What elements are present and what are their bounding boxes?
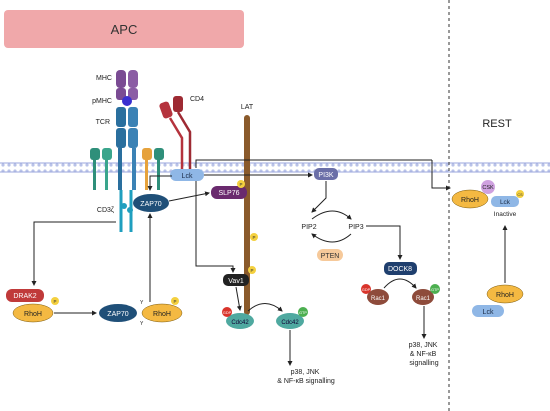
- arrow-cdc42-activation: [247, 303, 283, 312]
- phospho-lat: P P: [237, 180, 258, 241]
- rhoh-drak2: RhoH P: [12, 297, 59, 323]
- arrow-pip2-pip3: [311, 210, 352, 220]
- apc-label: APC: [111, 22, 138, 37]
- svg-text:GTP: GTP: [431, 288, 439, 292]
- rest-free-rhoh: RhoH: [486, 284, 524, 304]
- cd3-subunits: [90, 148, 164, 232]
- pip2-label: PIP2: [301, 224, 316, 231]
- svg-text:Rac1: Rac1: [371, 296, 386, 302]
- svg-text:P: P: [252, 235, 255, 240]
- rest-inactive-complex: CSK RhoH Lck CS: [451, 180, 524, 209]
- zap70-label: ZAP70: [140, 201, 162, 208]
- pten-label: PTEN: [321, 253, 340, 260]
- svg-text:Y: Y: [140, 300, 144, 306]
- lat-adaptor: [244, 115, 250, 315]
- dock8-label: DOCK8: [388, 266, 412, 273]
- tcr-receptor: [116, 107, 138, 190]
- zap70-rhoh-complex: ZAP70 Y Y RhoH P: [99, 297, 183, 327]
- vav1-label: Vav1: [228, 278, 244, 285]
- svg-text:GTP: GTP: [299, 311, 307, 315]
- arrow-pip3-pip2: [311, 233, 352, 243]
- svg-text:Cdc42: Cdc42: [281, 320, 299, 326]
- drak2-label: DRAK2: [13, 293, 36, 300]
- inactive-label: Inactive: [494, 211, 517, 218]
- vav1: Vav1 P: [223, 266, 256, 286]
- svg-text:P: P: [250, 268, 253, 273]
- rest-free-lck: Lck: [472, 305, 504, 317]
- svg-text:Cdc42: Cdc42: [231, 320, 249, 326]
- mhc-label: MHC: [96, 75, 112, 82]
- svg-text:P: P: [173, 299, 176, 304]
- svg-text:Rac1: Rac1: [416, 296, 431, 302]
- rac1-gtp: Rac1 GTP: [412, 284, 440, 305]
- csk-label: CSK: [482, 185, 494, 191]
- cdc42-output-text: p38, JNK & NF-κB signalling: [277, 369, 335, 385]
- lat-label: LAT: [241, 104, 254, 111]
- pip3-label: PIP3: [348, 224, 363, 231]
- svg-text:Y: Y: [140, 321, 144, 327]
- tcr-label: TCR: [96, 119, 110, 126]
- cell-membrane: [0, 161, 550, 174]
- svg-text:Lck: Lck: [500, 199, 511, 206]
- dock8: DOCK8: [384, 262, 417, 275]
- svg-text:RhoH: RhoH: [461, 197, 479, 204]
- svg-text:RhoH: RhoH: [496, 292, 514, 299]
- svg-text:CS: CS: [517, 193, 523, 197]
- pten: PTEN: [317, 249, 343, 261]
- svg-text:Lck: Lck: [483, 309, 494, 316]
- pathway-arrows: [31, 159, 508, 366]
- arrow-rac1-activation: [383, 278, 417, 289]
- drak2: DRAK2: [6, 289, 44, 302]
- cd4-label: CD4: [190, 96, 204, 103]
- rac1-gdp: Rac1 GDP: [361, 284, 389, 305]
- pi3k-label: PI3K: [318, 172, 334, 179]
- rhoh-label: RhoH: [24, 311, 42, 318]
- lck-active: Lck: [170, 169, 204, 181]
- svg-text:ZAP70: ZAP70: [107, 311, 129, 318]
- cdc42-gtp: Cdc42 GTP: [276, 307, 308, 329]
- rest-label: REST: [482, 118, 512, 130]
- cd3z-label: CD3ζ: [97, 207, 114, 214]
- pmhc-label: pMHC: [92, 98, 112, 105]
- svg-text:RhoH: RhoH: [153, 311, 171, 318]
- svg-text:GDP: GDP: [362, 288, 371, 292]
- slp76: SLP76: [211, 186, 247, 199]
- lck-label: Lck: [182, 173, 193, 180]
- zap70-bound: ZAP70: [121, 194, 169, 213]
- peptide-icon: [122, 96, 132, 106]
- cdc42-gdp: Cdc42 GDP: [222, 307, 254, 329]
- svg-text:GDP: GDP: [223, 311, 232, 315]
- slp76-label: SLP76: [218, 190, 239, 197]
- svg-text:P: P: [53, 299, 56, 304]
- mhc-molecule: [116, 70, 138, 106]
- cd4-coreceptor: [159, 96, 192, 178]
- apc-cell: APC: [4, 10, 244, 48]
- svg-text:P: P: [239, 182, 242, 187]
- pi3k: PI3K: [314, 168, 338, 180]
- rac1-output-text: p38, JNK & NF-κB signalling: [409, 342, 440, 367]
